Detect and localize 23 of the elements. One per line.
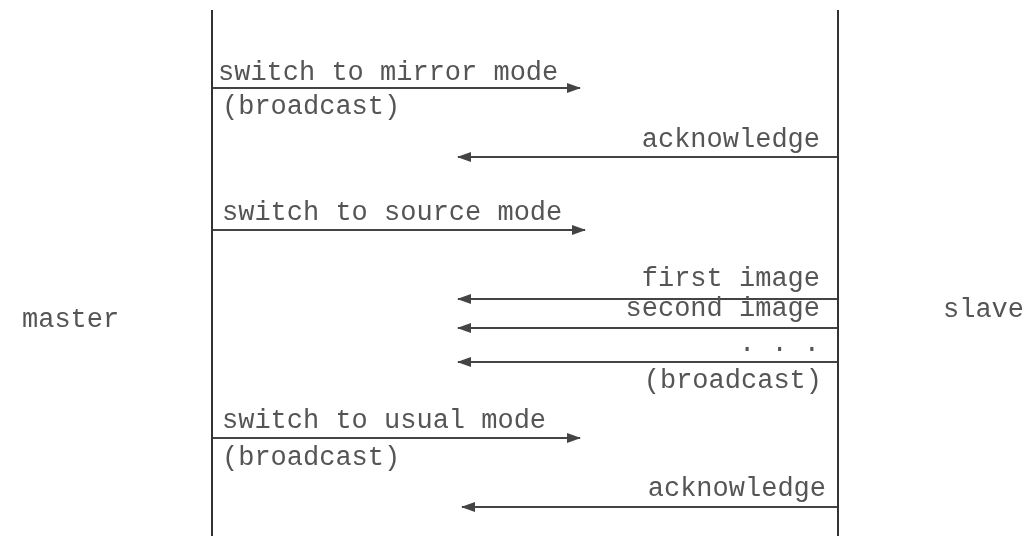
arrow [212,433,581,443]
arrow [212,83,581,93]
message-label: switch to source mode [222,198,563,228]
note-text: (broadcast) [222,443,401,473]
message-label: switch to mirror mode [218,58,559,88]
message-label: switch to usual mode [222,406,547,436]
arrow [212,225,586,235]
lifeline-bar [211,10,213,536]
lifeline-bar [837,10,839,536]
participant-label: master [22,305,120,335]
message-label: second image [625,294,820,324]
message-label: acknowledge [647,474,826,504]
message-label: acknowledge [641,125,820,155]
note-text: (broadcast) [643,366,822,396]
participant-label: slave [943,295,1024,325]
arrow [461,502,838,512]
note-text: (broadcast) [222,92,401,122]
arrow [457,294,838,304]
arrow [457,357,838,367]
arrow [457,152,838,162]
arrow [457,323,838,333]
message-label: first image [641,264,820,294]
message-label: . . . [739,329,820,359]
